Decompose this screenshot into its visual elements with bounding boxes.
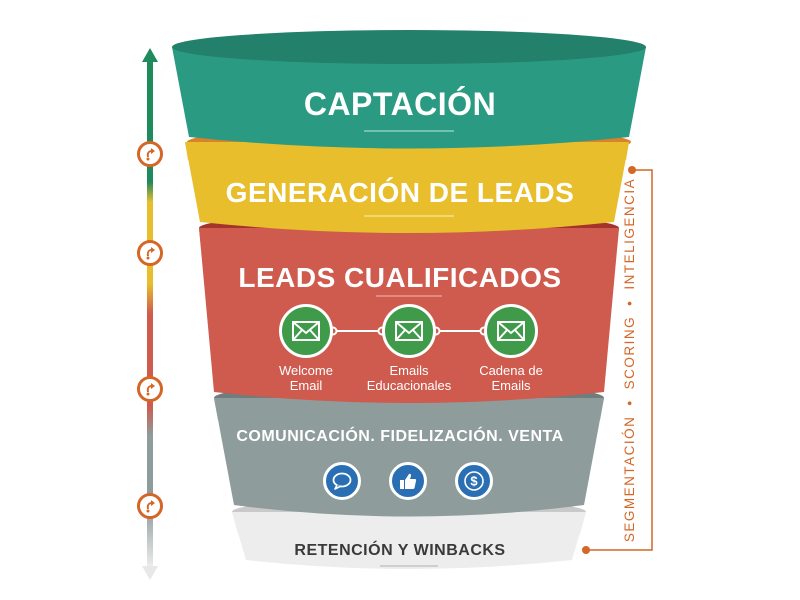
curved-arrow-icon: [146, 500, 155, 513]
side-label-inteligencia: INTELIGENCIA: [622, 177, 637, 290]
dollar-icon: $: [455, 462, 493, 500]
stage-title-cualificados: LEADS CUALIFICADOS: [238, 262, 562, 293]
separator-dot: •: [622, 399, 637, 406]
envelope-icon: [292, 321, 320, 341]
caption-line: Emails: [389, 363, 429, 378]
thumbs-up-icon: [389, 462, 427, 500]
right-bracket: [582, 166, 653, 554]
caption-line: Cadena de: [479, 363, 543, 378]
educational-emails-caption: Emails Educacionales: [349, 363, 469, 393]
educational-emails-node: [382, 304, 436, 358]
stage-title-captacion: CAPTACIÓN: [303, 86, 497, 122]
caption-line: Emails: [491, 378, 531, 393]
chat-bubble-icon: [323, 462, 361, 500]
stage-captacion-shape: [172, 30, 646, 149]
caption-line: Educacionales: [366, 378, 452, 393]
stage-arrow-badge: [137, 493, 163, 519]
curved-arrow-icon: [146, 383, 155, 396]
stage-arrow-badge: [137, 376, 163, 402]
svg-text:$: $: [470, 474, 478, 489]
side-label-segmentacion: SEGMENTACIÓN: [622, 415, 637, 543]
separator-dot: •: [622, 299, 637, 306]
stage-title-comunicacion: COMUNICACIÓN. FIDELIZACIÓN. VENTA: [236, 428, 564, 445]
stage-title-retencion: RETENCIÓN Y WINBACKS: [294, 542, 506, 559]
stage-arrow-badge: [137, 141, 163, 167]
caption-line: Welcome: [279, 363, 333, 378]
welcome-email-node: [279, 304, 333, 358]
curved-arrow-icon: [146, 247, 155, 260]
envelope-icon: [497, 321, 525, 341]
stage-title-generacion: GENERACIÓN DE LEADS: [225, 177, 575, 208]
email-chain-node: [484, 304, 538, 358]
email-chain-caption: Cadena de Emails: [451, 363, 571, 393]
curved-arrow-icon: [146, 148, 155, 161]
side-label-scoring: SCORING: [622, 315, 637, 390]
stage-arrow-badge: [137, 240, 163, 266]
vertical-progress-arrow: [142, 48, 158, 580]
caption-line: Email: [289, 378, 323, 393]
welcome-email-caption: Welcome Email: [246, 363, 366, 393]
envelope-icon: [395, 321, 423, 341]
side-label-segmentation-scoring-intelligence: SEGMENTACIÓN • SCORING • INTELIGENCIA: [622, 175, 637, 545]
